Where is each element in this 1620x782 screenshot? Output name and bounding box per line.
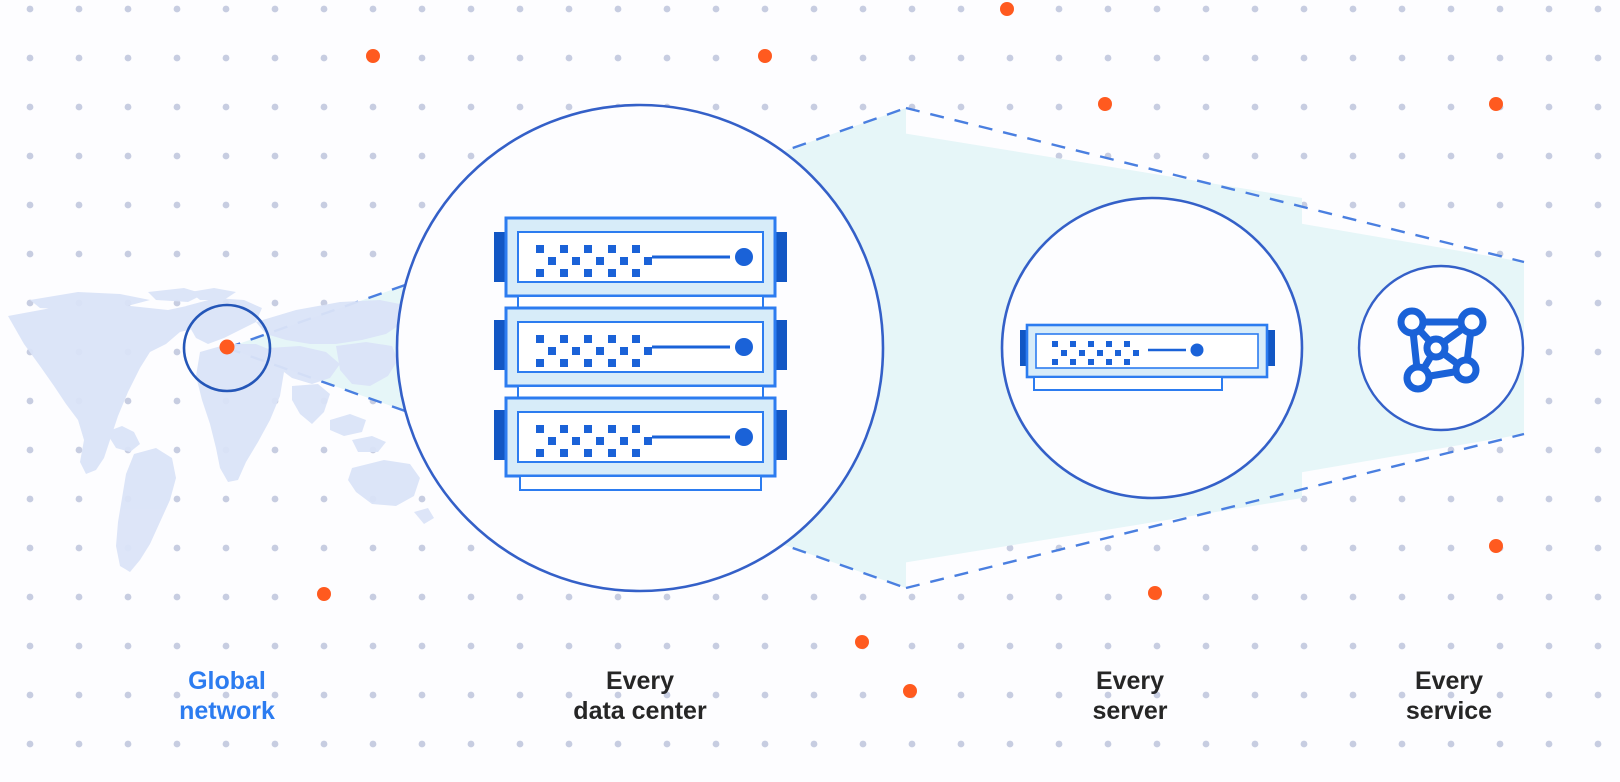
orange-accent-dots xyxy=(317,2,1503,698)
world-map-icon xyxy=(8,288,434,572)
network-graph-nodes xyxy=(1397,307,1487,393)
server-unit-1 xyxy=(494,216,787,298)
label-server: Every server xyxy=(1092,667,1168,725)
orange-accent-dot xyxy=(366,49,380,63)
server-unit-2 xyxy=(494,306,787,388)
orange-accent-dot xyxy=(1148,586,1162,600)
orange-accent-dot xyxy=(1000,2,1014,16)
orange-accent-dot xyxy=(855,635,869,649)
orange-accent-dot xyxy=(758,49,772,63)
orange-accent-dot xyxy=(317,587,331,601)
orange-accent-dot xyxy=(1489,97,1503,111)
server-rack-icon xyxy=(494,216,787,491)
server-unit-3 xyxy=(494,396,787,478)
label-data-center: Every data center xyxy=(573,667,707,725)
orange-accent-dot xyxy=(1098,97,1112,111)
orange-accent-dot xyxy=(903,684,917,698)
data-center-node[interactable] xyxy=(395,103,885,593)
orange-accent-dot xyxy=(1489,539,1503,553)
server-unit-icon xyxy=(1020,323,1275,391)
label-service: Every service xyxy=(1405,667,1493,725)
label-global-network: Global network xyxy=(179,667,275,725)
global-network-highlight xyxy=(182,303,272,393)
server-node[interactable] xyxy=(1000,196,1304,500)
service-node[interactable] xyxy=(1357,264,1525,432)
global-network-marker-dot xyxy=(219,339,235,355)
